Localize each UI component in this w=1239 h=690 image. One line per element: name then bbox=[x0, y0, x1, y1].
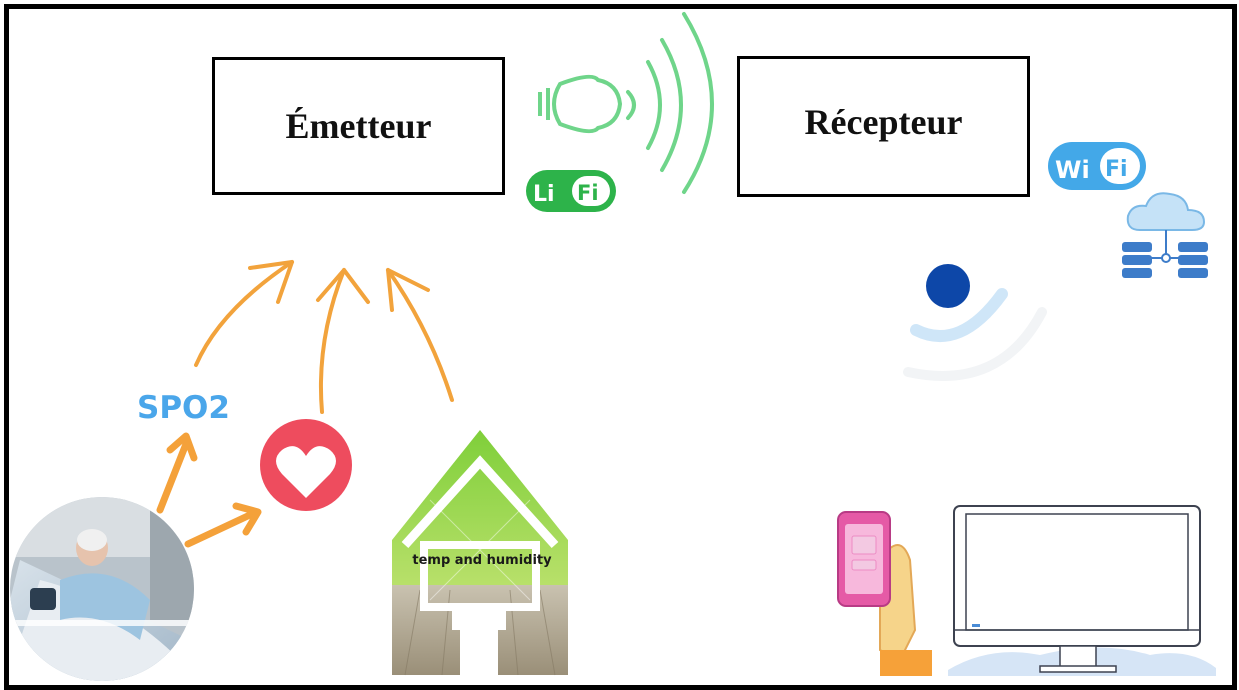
house-icon bbox=[392, 430, 568, 676]
wifi-left-text: Wi bbox=[1055, 156, 1090, 184]
heart-icon bbox=[260, 419, 352, 511]
emitter-box: Émetteur bbox=[212, 57, 505, 195]
patient-arrows bbox=[156, 432, 262, 548]
lifi-right-text: Fi bbox=[577, 181, 599, 205]
lifi-waves-icon bbox=[626, 12, 714, 194]
wifi-logo: Wi Fi bbox=[1048, 142, 1146, 190]
spo2-label: SPO2 bbox=[137, 390, 230, 426]
cloud-database-icon bbox=[1122, 192, 1208, 278]
lifi-left-text: Li bbox=[533, 182, 555, 207]
signal-dot-icon bbox=[903, 264, 1047, 381]
wifi-right-text: Fi bbox=[1105, 157, 1128, 182]
receiver-label: Récepteur bbox=[804, 102, 963, 142]
sensor-arrows bbox=[194, 260, 454, 414]
temp-humidity-label: temp and humidity bbox=[412, 553, 552, 568]
monitor-icon bbox=[948, 505, 1216, 676]
receiver-box: Récepteur bbox=[737, 56, 1030, 197]
smartphone-hand-icon bbox=[837, 511, 932, 676]
lightbulb-icon bbox=[538, 74, 623, 134]
patient-photo bbox=[10, 497, 194, 681]
emitter-label: Émetteur bbox=[285, 106, 432, 146]
lifi-logo: Li Fi bbox=[526, 170, 616, 212]
